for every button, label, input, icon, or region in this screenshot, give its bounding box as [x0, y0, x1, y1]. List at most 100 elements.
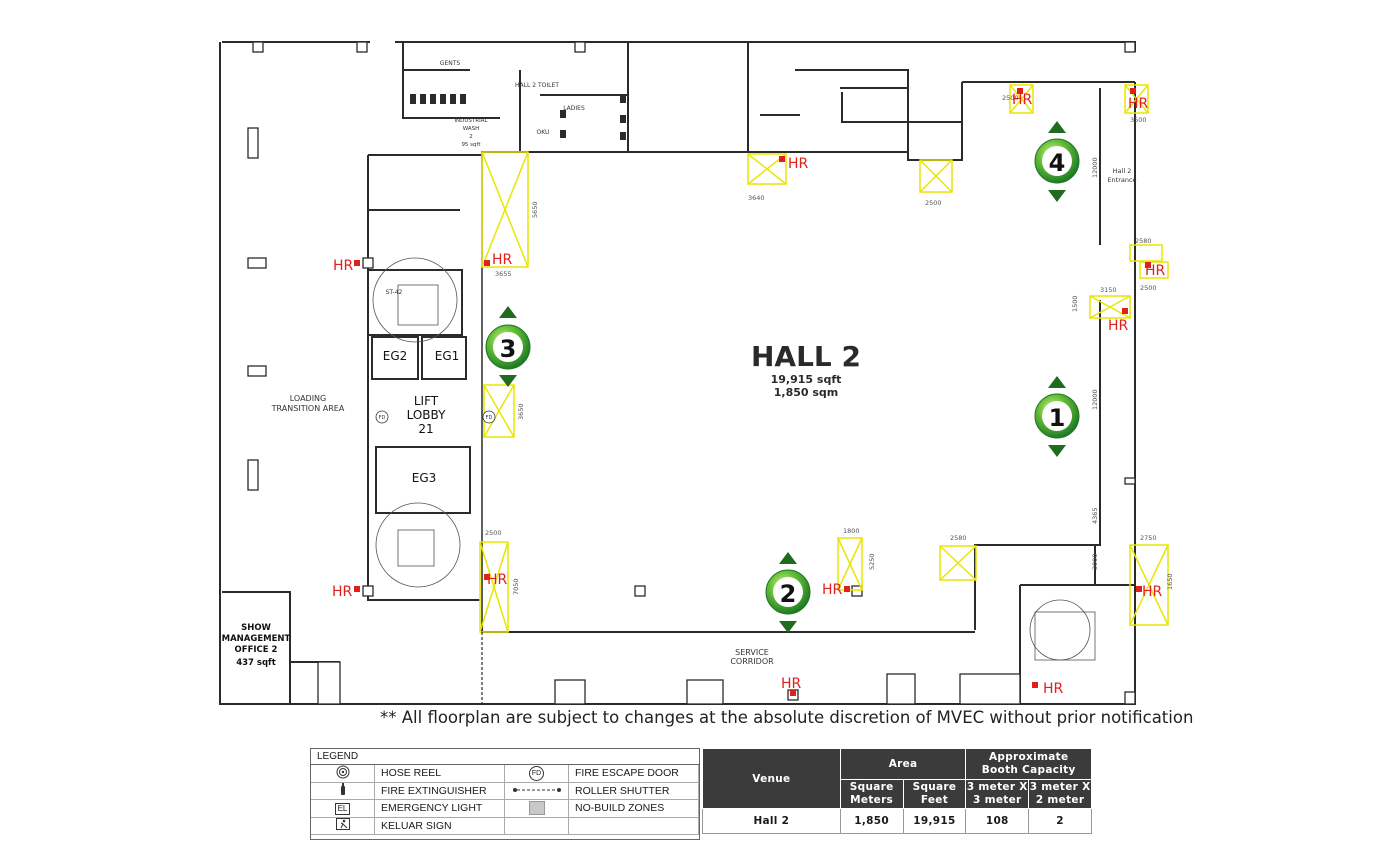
svg-text:4: 4 — [1049, 149, 1066, 177]
hr-marker: HR — [484, 252, 513, 268]
lift-lobby-label: LOBBY — [407, 408, 447, 422]
fire-escape-door-icon — [482, 410, 496, 424]
svg-text:2580: 2580 — [950, 534, 967, 542]
hr-marker: HR — [1145, 262, 1166, 279]
office-label: SHOW — [241, 623, 271, 633]
toilet-fixtures — [410, 94, 626, 140]
fd-label: FD — [486, 415, 493, 421]
legend: LEGEND HOSE REEL FD FIRE ESCAPE DOOR FIR… — [310, 748, 700, 840]
no-build-zones — [479, 84, 1169, 633]
legend-title: LEGEND — [311, 749, 699, 765]
svg-text:2500: 2500 — [925, 199, 942, 207]
svg-text:HR: HR — [781, 676, 802, 692]
ladies-label: LADIES — [563, 105, 585, 112]
hall-title: HALL 2 19,915 sqft 1,850 sqm — [751, 340, 861, 399]
booth-3x3-cell: 108 — [965, 808, 1030, 834]
office-label: 437 sqft — [236, 658, 276, 668]
oku-label: OKU — [537, 129, 550, 136]
svg-text:HR: HR — [487, 572, 508, 588]
svg-text:3640: 3640 — [748, 194, 765, 202]
svg-text:12000: 12000 — [1091, 157, 1099, 178]
eg3-label: EG3 — [412, 471, 437, 485]
hr-marker: HR — [484, 572, 508, 588]
dimension-labels: 3640 2500 2500 3500 2580 2500 3150 3655 … — [485, 94, 1174, 595]
entrance-badge-4: 4 — [1034, 121, 1080, 202]
no-build-zone-icon — [505, 800, 569, 818]
svg-text:2500: 2500 — [1140, 284, 1157, 292]
hose-reel-icon — [311, 765, 375, 783]
hr-marker: HR — [1136, 584, 1163, 600]
svg-text:HR: HR — [333, 258, 354, 274]
keluar-sign-icon — [311, 817, 375, 835]
legend-empty — [505, 817, 569, 835]
hr-marker: HR — [1012, 88, 1033, 108]
hall-sqft: 19,915 sqft — [771, 373, 842, 386]
walls — [219, 41, 1136, 705]
hr-marker: HR — [333, 258, 360, 274]
entrance-badge-3: 3 — [485, 306, 531, 387]
svg-text:5250: 5250 — [868, 553, 876, 570]
legend-label: ROLLER SHUTTER — [569, 782, 699, 800]
svg-text:2: 2 — [780, 580, 797, 608]
legend-label: FIRE ESCAPE DOOR — [569, 765, 699, 783]
svg-text:3655: 3655 — [495, 270, 512, 278]
wash-label: WASH — [463, 126, 480, 132]
hr-marker: HR — [1032, 681, 1064, 697]
entrance-badge-2: 2 — [765, 552, 811, 633]
fire-escape-door-icon: FD — [505, 765, 569, 783]
eg2-label: EG2 — [383, 349, 408, 363]
fd-label: FD — [379, 415, 386, 421]
svg-text:1650: 1650 — [1166, 573, 1174, 590]
svg-text:2500: 2500 — [1002, 94, 1019, 102]
table-row: Hall 2 1,850 19,915 108 2 — [702, 808, 1092, 834]
lift-lobby-label: 21 — [418, 422, 433, 436]
svg-text:HR: HR — [492, 252, 513, 268]
entrance-label: Hall 2 — [1113, 167, 1132, 175]
hr-marker: HR — [332, 584, 360, 600]
office-label: MANAGEMENT — [222, 634, 291, 644]
svg-text:2500: 2500 — [485, 529, 502, 537]
svg-text:HR: HR — [1043, 681, 1064, 697]
legend-label: HOSE REEL — [375, 765, 505, 783]
hall-name: HALL 2 — [751, 340, 861, 373]
floor-plan: HR HR HR HR HR HR HR HR HR HR HR HR HR 3… — [219, 41, 1174, 705]
entrance-badge-1: 1 — [1034, 376, 1080, 457]
svg-text:4365: 4365 — [1091, 507, 1099, 524]
svg-text:1800: 1800 — [843, 527, 860, 535]
sqm-cell: 1,850 — [839, 808, 904, 834]
hall-sqm: 1,850 sqm — [774, 386, 839, 399]
fire-escape-door-icon — [375, 410, 389, 424]
entrance-label: Entrance — [1107, 176, 1136, 184]
service-corridor-label: SERVICE — [735, 648, 769, 657]
venue-header: Venue — [702, 748, 841, 809]
svg-text:3650: 3650 — [517, 403, 525, 420]
wash-label: 95 sqft — [461, 142, 481, 148]
svg-text:3500: 3500 — [1130, 116, 1147, 124]
fire-extinguisher-icon — [311, 782, 375, 800]
svg-text:2580: 2580 — [1135, 237, 1152, 245]
eg1-label: EG1 — [435, 349, 460, 363]
svg-text:3150: 3150 — [1100, 286, 1117, 294]
svg-text:1: 1 — [1049, 404, 1066, 432]
loading-area-label: LOADING — [290, 394, 327, 403]
area-header: Area — [839, 748, 967, 780]
booth-3x2-cell: 2 — [1028, 808, 1092, 834]
svg-text:HR: HR — [1108, 318, 1129, 334]
roller-shutter-icon — [505, 782, 569, 800]
office-label: OFFICE 2 — [235, 645, 278, 655]
svg-text:3: 3 — [500, 335, 517, 363]
svg-text:7050: 7050 — [512, 578, 520, 595]
legend-label: FIRE EXTINGUISHER — [375, 782, 505, 800]
stair-label: ST-42 — [386, 289, 403, 296]
lift-lobby-label: LIFT — [414, 394, 439, 408]
sqft-cell: 19,915 — [902, 808, 967, 834]
svg-text:HR: HR — [332, 584, 353, 600]
hr-marker: HR — [822, 582, 850, 598]
venue-cell: Hall 2 — [702, 808, 841, 834]
hose-reel-markers: HR HR HR HR HR HR HR HR HR HR HR HR HR — [332, 88, 1166, 697]
emergency-light-icon: EL — [311, 800, 375, 818]
